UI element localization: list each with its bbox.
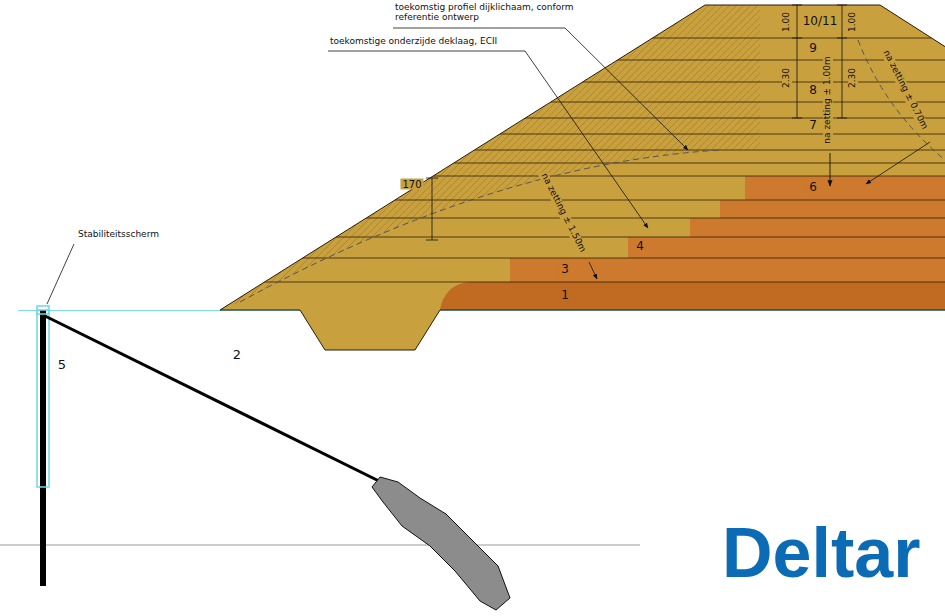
dike-body bbox=[220, 5, 945, 350]
layer-number: 9 bbox=[807, 42, 819, 55]
core-base-layer bbox=[440, 282, 945, 310]
dimension: 170 bbox=[400, 179, 423, 190]
anchor-rod bbox=[45, 316, 385, 484]
layer-number: 10/11 bbox=[801, 15, 840, 28]
layer-number: 3 bbox=[559, 263, 571, 276]
layer-number: 4 bbox=[634, 240, 646, 253]
screen-head bbox=[37, 306, 49, 314]
dimension: 2.30 bbox=[782, 66, 792, 90]
layer-number: 7 bbox=[807, 119, 819, 132]
grout-body bbox=[372, 477, 510, 610]
screen-outline bbox=[37, 310, 49, 487]
annotation: toekomstige onderzijde deklaag, ECII bbox=[330, 37, 497, 47]
future-profile-line bbox=[240, 150, 720, 302]
layer-number: 5 bbox=[56, 358, 68, 372]
layer-number: 8 bbox=[807, 84, 819, 97]
core-layers bbox=[440, 176, 945, 310]
logo: Deltar bbox=[722, 518, 920, 588]
annotation: Stabiliteitsscherm bbox=[76, 230, 161, 240]
layer-lines bbox=[0, 38, 945, 282]
leader-lines bbox=[47, 28, 930, 304]
dimension: 1.00 bbox=[782, 10, 792, 34]
reference-line bbox=[0, 545, 640, 546]
settlement-note: na zetting ± 1.00m bbox=[823, 54, 833, 145]
dimension: 1.00 bbox=[848, 10, 858, 34]
future-profile-line bbox=[858, 40, 945, 160]
layer-number: 2 bbox=[231, 348, 243, 362]
layer-number: 1 bbox=[559, 289, 571, 302]
dimension: 2.30 bbox=[848, 66, 858, 90]
dike-outline bbox=[220, 5, 945, 350]
annotation: toekomstig profiel dijklichaam, conform … bbox=[395, 3, 580, 23]
settlement-arrow bbox=[830, 153, 831, 186]
sheet-pile bbox=[40, 310, 46, 586]
layer-number: 6 bbox=[807, 181, 819, 194]
